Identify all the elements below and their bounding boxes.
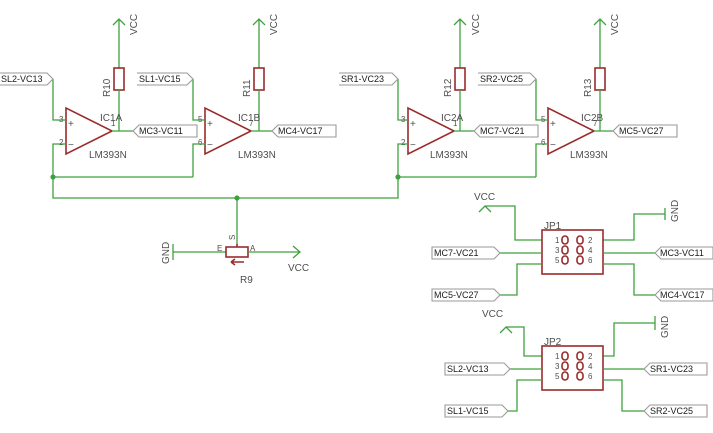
gnd-label: GND (670, 200, 681, 222)
label-mc7-vc21: MC7-VC21 (480, 126, 525, 136)
vcc-label: VCC (269, 14, 280, 35)
jp2-label-sl1-vc15: SL1-VC15 (447, 406, 489, 416)
resistor-r13-name: R13 (583, 78, 594, 97)
pot-name: R9 (240, 275, 253, 286)
gnd-label: GND (161, 242, 172, 264)
pot-pin-e: E (217, 244, 222, 253)
comparator-ic1b: VCC R11 + − 5 6 7 IC1B LM393N SL1-VC15 M… (137, 14, 337, 177)
gnd-label: GND (660, 316, 671, 338)
label-mc4-vc17: MC4-VC17 (278, 126, 323, 136)
connector-jp2: VCC GND JP2 1 2 3 4 5 6 SL2-VC13 SR1-VC2… (444, 309, 708, 418)
junction-dot (395, 174, 401, 180)
resistor-r12-name: R12 (443, 78, 454, 97)
jp1-pin: 2 (588, 236, 593, 245)
ic2a-pin-minus: 2 (401, 138, 406, 147)
ic1a-pin-out: 1 (111, 119, 116, 128)
ic2b-pin-minus: 6 (541, 138, 546, 147)
jp1-label-mc4-vc17: MC4-VC17 (660, 290, 705, 300)
comparator-ic2a: VCC R12 + − 3 2 1 IC2A LM393N SR1-VC23 M… (339, 14, 539, 177)
jp1-label-mc7-vc21: MC7-VC21 (434, 248, 479, 258)
jp1-name: JP1 (544, 221, 562, 232)
junction-dot (234, 195, 240, 201)
jp1-label-mc5-vc27: MC5-VC27 (434, 290, 479, 300)
comparator-ic2b: VCC R13 + − 5 6 7 IC2B LM393N SR2-VC25 M… (478, 14, 678, 177)
svg-text:−: − (207, 140, 213, 151)
vcc-label: VCC (474, 192, 495, 203)
svg-text:−: − (550, 140, 556, 151)
junction-dot (50, 174, 56, 180)
jp2-pin: 1 (555, 352, 560, 361)
ic2b-value: LM393N (570, 150, 608, 161)
ic1a-pin-minus: 2 (59, 138, 64, 147)
svg-text:−: − (68, 140, 74, 151)
label-sl2-vc13: SL2-VC13 (1, 74, 43, 84)
vcc-label: VCC (129, 14, 140, 35)
vcc-label: VCC (482, 309, 503, 320)
potentiometer-r9: GND E S A VCC R9 (161, 235, 309, 286)
pot-pin-a: A (250, 244, 256, 253)
jp2-pin: 4 (588, 362, 593, 371)
comparator-ic1a: VCC R10 + − 3 2 1 IC1A LM393N SL2-VC13 M… (0, 14, 198, 177)
svg-text:+: + (207, 119, 213, 130)
jp1-pin: 3 (555, 246, 560, 255)
ic1a-name: IC1A (100, 113, 123, 124)
pot-pin-s: S (228, 235, 237, 240)
threshold-bus (50, 174, 536, 244)
jp2-label-sr1-vc23: SR1-VC23 (650, 364, 693, 374)
jp2-pin: 2 (588, 352, 593, 361)
jp2-name: JP2 (544, 337, 562, 348)
jp1-pin: 4 (588, 246, 593, 255)
ic2b-name: IC2B (581, 113, 604, 124)
ic2a-value: LM393N (430, 150, 468, 161)
svg-text:+: + (68, 119, 74, 130)
connector-jp1: VCC GND JP1 1 2 3 4 5 6 MC7-VC21 MC3-VC1… (431, 192, 713, 302)
label-sr1-vc23: SR1-VC23 (341, 74, 384, 84)
ic1b-name: IC1B (238, 113, 261, 124)
ic1a-value: LM393N (89, 150, 127, 161)
label-sr2-vc25: SR2-VC25 (480, 74, 523, 84)
vcc-label: VCC (471, 14, 482, 35)
jp2-pin: 3 (555, 362, 560, 371)
jp1-label-mc3-vc11: MC3-VC11 (660, 248, 704, 258)
ic2b-pin-out: 7 (593, 119, 598, 128)
jp1-pin: 1 (555, 236, 560, 245)
resistor-r10-name: R10 (102, 78, 113, 97)
label-mc3-vc11: MC3-VC11 (139, 126, 183, 136)
svg-text:−: − (410, 140, 416, 151)
label-sl1-vc15: SL1-VC15 (139, 74, 181, 84)
jp1-pin: 6 (588, 256, 593, 265)
jp2-label-sl2-vc13: SL2-VC13 (447, 364, 489, 374)
vcc-label: VCC (610, 14, 621, 35)
jp2-label-sr2-vc25: SR2-VC25 (650, 406, 693, 416)
jp1-pin: 5 (555, 256, 560, 265)
ic1b-pin-minus: 6 (198, 138, 203, 147)
ic1b-pin-out: 7 (249, 119, 254, 128)
jp2-pin: 5 (555, 372, 560, 381)
vcc-label: VCC (288, 263, 309, 274)
ic1b-value: LM393N (238, 150, 276, 161)
ic2a-name: IC2A (441, 113, 464, 124)
resistor-r11-name: R11 (242, 79, 253, 97)
jp2-pin: 6 (588, 372, 593, 381)
svg-text:+: + (550, 119, 556, 130)
svg-text:+: + (410, 119, 416, 130)
label-mc5-vc27: MC5-VC27 (619, 126, 664, 136)
ic2a-pin-out: 1 (453, 119, 458, 128)
